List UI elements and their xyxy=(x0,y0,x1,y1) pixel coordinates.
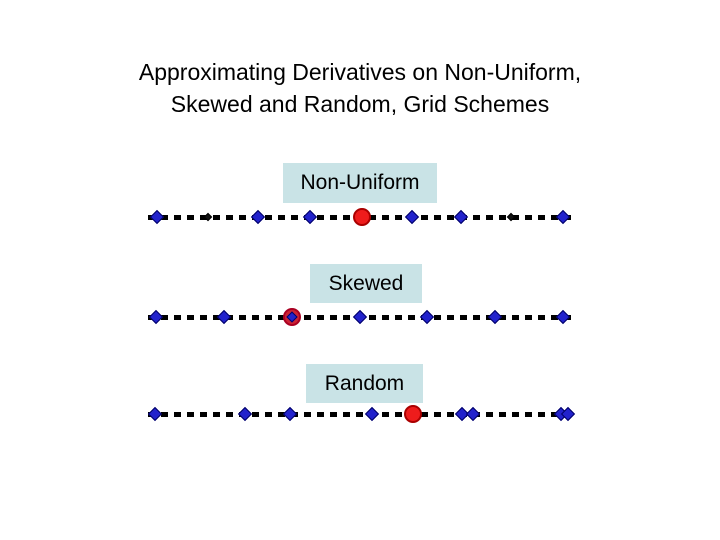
slide-title-line-2: Skewed and Random, Grid Schemes xyxy=(170,91,550,117)
blue-grid-point-marker xyxy=(487,309,503,325)
blue-grid-point-marker xyxy=(216,309,232,325)
slide-title: Approximating Derivatives on Non-Uniform… xyxy=(0,56,720,120)
blue-grid-point-inner xyxy=(286,311,298,323)
blue-grid-point-marker xyxy=(237,406,253,422)
blue-grid-point-marker xyxy=(364,406,380,422)
blue-grid-point-marker xyxy=(302,209,318,225)
blue-grid-point-marker xyxy=(149,209,165,225)
slide-title-line-1: Approximating Derivatives on Non-Uniform… xyxy=(138,59,582,85)
blue-grid-point-marker xyxy=(453,209,469,225)
blue-grid-point-marker xyxy=(555,209,571,225)
red-grid-point-marker xyxy=(404,405,422,423)
blue-grid-point-marker xyxy=(147,406,163,422)
blue-grid-point-marker xyxy=(404,209,420,225)
grid-label-skewed: Skewed xyxy=(310,264,422,303)
red-grid-point-marker xyxy=(353,208,371,226)
grid-label-random: Random xyxy=(306,364,423,403)
blue-grid-point-marker xyxy=(419,309,435,325)
blue-grid-point-marker xyxy=(282,406,298,422)
blue-grid-point-marker xyxy=(555,309,571,325)
blue-grid-point-marker xyxy=(250,209,266,225)
blue-grid-point-marker xyxy=(148,309,164,325)
blue-grid-point-marker xyxy=(465,406,481,422)
red-blue-grid-point-marker xyxy=(283,308,301,326)
blue-grid-point-marker xyxy=(352,309,368,325)
dashed-grid-line-random xyxy=(148,411,574,417)
grid-label-non-uniform: Non-Uniform xyxy=(283,163,437,203)
